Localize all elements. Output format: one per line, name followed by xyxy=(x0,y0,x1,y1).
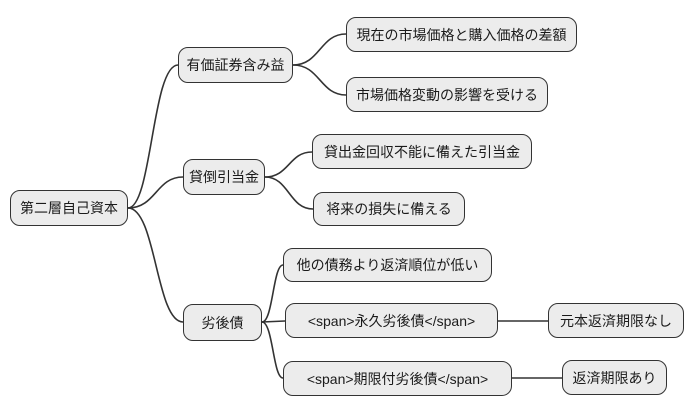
edge-loan-loss-reserve-to-uncollectable xyxy=(264,151,313,178)
node-market-vs-purchase-price-diff: 現在の市場価格と購入価格の差額 xyxy=(346,17,577,52)
node-unrealized-securities-gains: 有価証券含み益 xyxy=(178,47,293,83)
edge-subordinated-to-priority xyxy=(261,264,284,323)
edge-root-to-subordinated-debt xyxy=(127,207,184,323)
edge-unrealized-gains-to-market-fluctuation xyxy=(292,64,347,96)
edge-subordinated-to-dated xyxy=(261,321,284,379)
node-no-principal-repayment-deadline: 元本返済期限なし xyxy=(548,303,684,338)
edge-root-to-unrealized-gains xyxy=(127,64,179,209)
node-perpetual-subordinated-debt: <span>永久劣後債</span> xyxy=(285,303,498,338)
edge-unrealized-gains-to-price-diff xyxy=(292,33,347,66)
node-loan-loss-reserve: 貸倒引当金 xyxy=(183,159,265,195)
node-reserve-for-uncollectable-loans: 貸出金回収不能に備えた引当金 xyxy=(312,134,532,169)
node-lower-repayment-priority: 他の債務より返済順位が低い xyxy=(283,248,492,282)
node-dated-subordinated-debt: <span>期限付劣後債</span> xyxy=(283,361,512,396)
edge-subordinated-to-perpetual xyxy=(261,320,286,323)
node-has-repayment-deadline: 返済期限あり xyxy=(562,360,667,395)
node-prepare-future-losses: 将来の損失に備える xyxy=(313,192,465,226)
node-subordinated-debt: 劣後債 xyxy=(183,304,262,341)
edge-loan-loss-reserve-to-future-losses xyxy=(264,176,314,210)
edge-root-to-loan-loss-reserve xyxy=(127,176,184,209)
node-tier2-capital: 第二層自己資本 xyxy=(10,190,128,226)
node-market-price-fluctuation: 市場価格変動の影響を受ける xyxy=(346,77,548,112)
